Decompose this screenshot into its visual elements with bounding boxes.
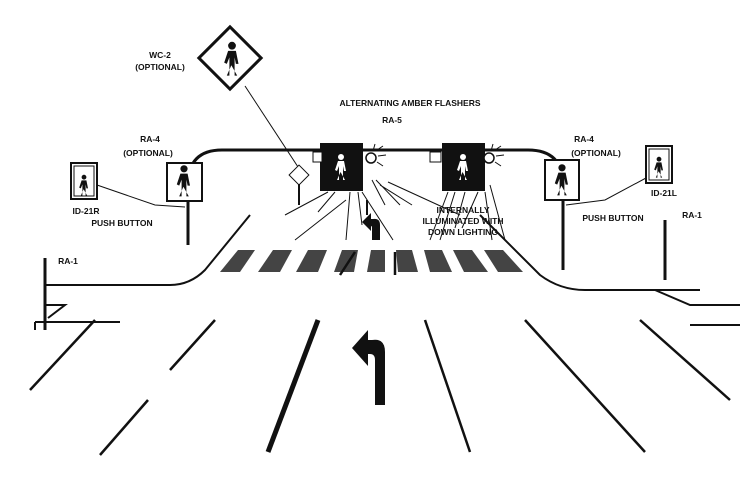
label-ra1-right: RA-1 (682, 210, 702, 220)
label-id21l: ID-21L (651, 188, 677, 198)
label-internally-1: INTERNALLY (436, 205, 489, 215)
left-turn-arrow-large (352, 330, 385, 405)
ra4-sign-right (544, 159, 580, 201)
label-ra4-left-optional: (OPTIONAL) (123, 148, 173, 158)
signal-head-right (429, 143, 505, 191)
label-push-button-left: PUSH BUTTON (91, 218, 152, 228)
label-internally-3: DOWN LIGHTING (428, 227, 498, 237)
id21r-sign (70, 162, 98, 200)
label-push-button-right: PUSH BUTTON (582, 213, 643, 223)
signal-head-left (312, 143, 387, 191)
label-id21r: ID-21R (73, 206, 100, 216)
label-ra4-left: RA-4 (140, 134, 160, 144)
ra4-sign-left (166, 162, 203, 202)
wc2-sign (196, 24, 264, 92)
id21l-sign (645, 145, 673, 184)
small-diamond-sign (288, 164, 310, 186)
label-flashers: ALTERNATING AMBER FLASHERS (339, 98, 480, 108)
label-ra5: RA-5 (382, 115, 402, 125)
label-wc2: WC-2 (149, 50, 171, 60)
label-ra4-right-optional: (OPTIONAL) (571, 148, 621, 158)
left-turn-arrow-small (362, 213, 380, 240)
road-markings (29, 214, 740, 456)
label-internally-2: ILLUMINATED WITH (422, 216, 503, 226)
down-lighting-rays (284, 179, 506, 241)
label-ra1-left: RA-1 (58, 256, 78, 266)
label-ra4-right: RA-4 (574, 134, 594, 144)
crosswalk (220, 250, 523, 272)
label-wc2-optional: (OPTIONAL) (135, 62, 185, 72)
